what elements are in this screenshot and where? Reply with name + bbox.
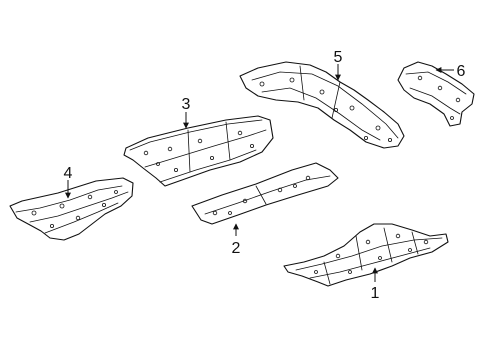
callout-4: 4	[64, 165, 73, 199]
part-3-rear-floor-pan	[123, 115, 274, 187]
callout-1: 1	[371, 267, 380, 302]
callout-5: 5	[334, 49, 343, 81]
callout-2: 2	[232, 223, 241, 257]
callout-2-label: 2	[232, 240, 241, 257]
callout-6: 6	[435, 63, 466, 80]
callout-3: 3	[182, 96, 191, 129]
part-4-front-floor-panel	[9, 177, 134, 241]
callout-3-label: 3	[182, 96, 191, 113]
part-1-floor-side-rail	[283, 223, 449, 287]
callout-5-label: 5	[334, 49, 343, 66]
callout-1-label: 1	[371, 285, 380, 302]
callout-6-label: 6	[457, 63, 466, 80]
part-5-rear-crossmember	[239, 61, 405, 149]
callout-4-label: 4	[64, 165, 73, 182]
part-2-center-floor-panel	[191, 162, 339, 225]
